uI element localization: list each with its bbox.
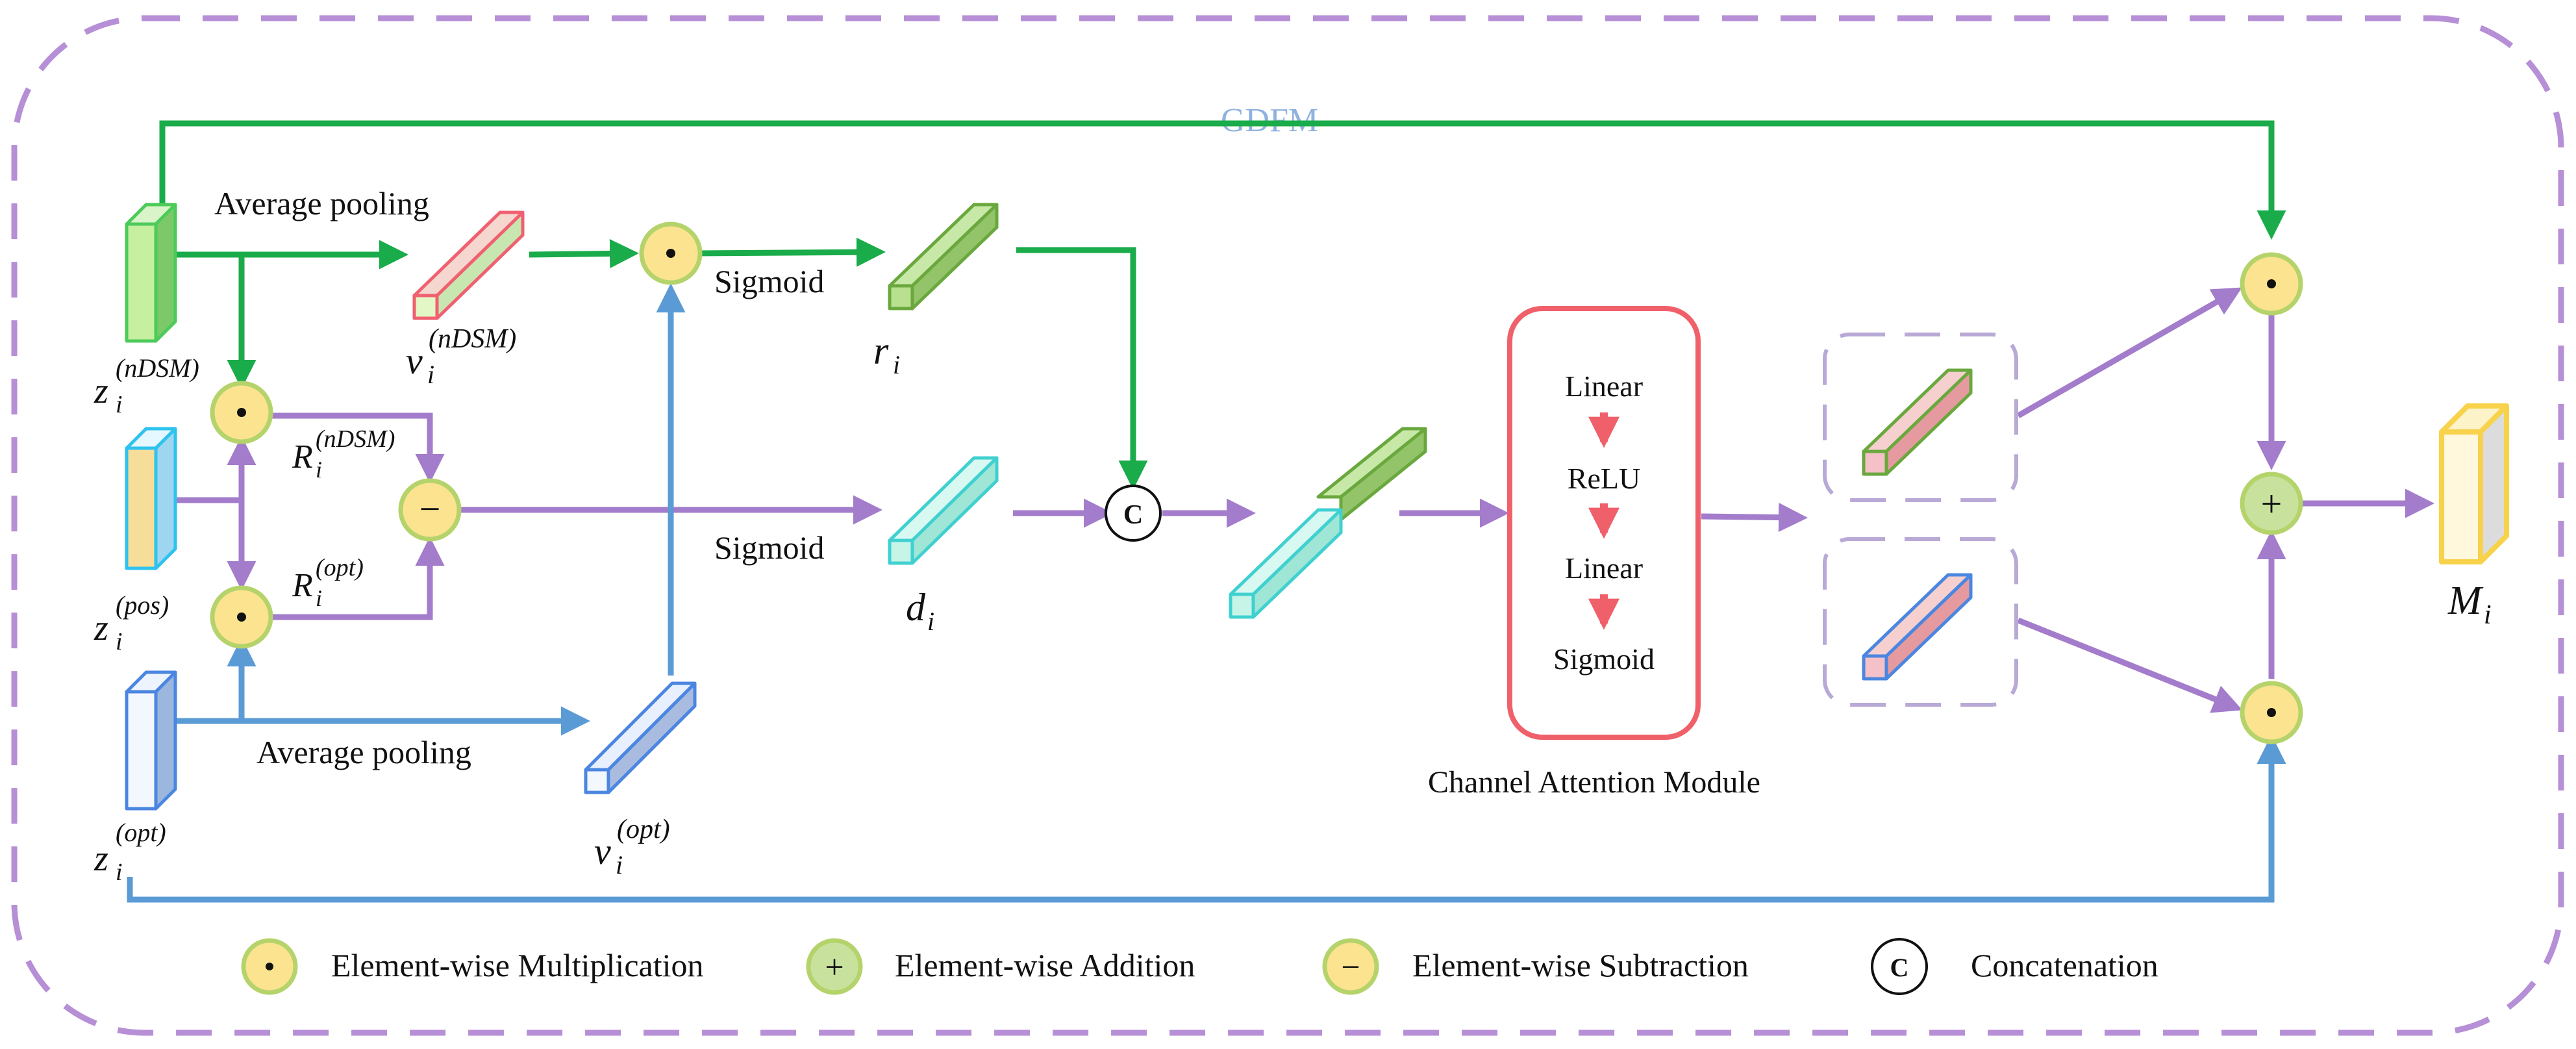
cam-step-linear-2: Linear: [1565, 551, 1643, 585]
label-avg-pool-bottom: Average pooling: [256, 734, 471, 770]
arrow-r-concat: [1016, 247, 1148, 490]
feature-output-m: [2439, 403, 2509, 564]
feature-z-ndsm: [125, 203, 177, 343]
arrow-vndsm-mul: [529, 238, 639, 268]
arrow-Ropt-sub: [266, 537, 445, 620]
svg-text:C: C: [1123, 500, 1143, 530]
feature-weighted-bottom: [1862, 573, 1973, 681]
op-mul-5: [2240, 681, 2303, 744]
svg-text:(pos): (pos): [116, 590, 169, 620]
svg-text:i: i: [116, 628, 123, 655]
label-sigmoid-top: Sigmoid: [714, 263, 824, 299]
svg-text:i: i: [316, 585, 322, 611]
var-r: r i: [873, 329, 900, 379]
op-mul-1: [210, 381, 273, 444]
op-mul-4: [2240, 252, 2303, 316]
svg-text:z: z: [94, 608, 108, 648]
svg-text:i: i: [316, 457, 322, 483]
legend-item-multiplication: Element-wise Multiplication: [241, 938, 704, 995]
arrow-Rndsm-sub: [266, 412, 445, 483]
legend-label-multiplication: Element-wise Multiplication: [331, 947, 704, 983]
cam-step-linear-1: Linear: [1565, 370, 1643, 403]
arrow-skip-bottom: [127, 735, 2286, 903]
var-v-opt: v i (opt): [594, 815, 670, 879]
svg-text:(nDSM): (nDSM): [316, 425, 395, 453]
cam-step-relu: ReLU: [1568, 462, 1640, 495]
weight-box-top: [1823, 333, 2018, 502]
feature-r: [888, 203, 999, 310]
legend-item-concatenation: C Concatenation: [1871, 938, 2158, 995]
legend: Element-wise Multiplication + Element-wi…: [241, 938, 2158, 995]
feature-z-pos: [125, 427, 177, 570]
svg-text:z: z: [94, 839, 108, 879]
svg-text:(opt): (opt): [617, 815, 670, 844]
var-z-pos: z i (pos): [94, 590, 169, 655]
arrow-weight2-mul: [2017, 617, 2243, 713]
svg-text:i: i: [2484, 600, 2492, 630]
svg-text:d: d: [906, 586, 926, 629]
var-d: d i: [906, 586, 934, 636]
var-z-ndsm: z i (nDSM): [94, 353, 199, 418]
feature-v-ndsm: [412, 210, 525, 320]
op-mul-2: [210, 585, 273, 649]
var-M: M i: [2447, 579, 2492, 630]
svg-text:i: i: [116, 859, 123, 886]
svg-text:M: M: [2447, 579, 2484, 623]
op-add: +: [2240, 472, 2303, 535]
label-sigmoid-mid: Sigmoid: [714, 529, 824, 566]
svg-text:v: v: [406, 340, 423, 382]
svg-text:i: i: [893, 350, 900, 379]
feature-concat-stack: [1229, 427, 1427, 619]
svg-text:i: i: [927, 607, 934, 636]
svg-text:R: R: [292, 567, 313, 604]
legend-label-subtraction: Element-wise Subtraction: [1412, 947, 1749, 983]
svg-text:i: i: [427, 360, 434, 389]
op-sub: −: [398, 478, 462, 542]
label-avg-pool-top: Average pooling: [214, 185, 429, 221]
svg-text:(nDSM): (nDSM): [429, 324, 516, 354]
var-z-opt: z i (opt): [94, 818, 166, 886]
feature-z-opt: [125, 670, 177, 811]
feature-v-opt: [584, 681, 697, 794]
cam-caption: Channel Attention Module: [1428, 765, 1760, 800]
svg-text:(nDSM): (nDSM): [116, 353, 199, 383]
svg-text:C: C: [1890, 953, 1909, 982]
arrow-weight1-mul: [2016, 287, 2242, 418]
svg-text:r: r: [873, 329, 889, 372]
legend-label-addition: Element-wise Addition: [895, 947, 1195, 983]
svg-text:R: R: [292, 438, 313, 475]
arrow-sigmoid-top: [697, 237, 886, 267]
svg-text:i: i: [616, 850, 623, 879]
var-R-opt: R i (opt): [292, 554, 364, 611]
feature-d: [888, 456, 999, 565]
svg-text:+: +: [825, 949, 844, 986]
svg-text:z: z: [94, 371, 108, 411]
svg-text:v: v: [594, 830, 611, 872]
arrow-cam-weights: [1701, 503, 1808, 533]
legend-label-concatenation: Concatenation: [1971, 947, 2158, 983]
feature-weighted-top: [1862, 368, 1973, 476]
svg-text:i: i: [116, 391, 123, 418]
cam-step-sigmoid: Sigmoid: [1553, 642, 1655, 676]
gdfm-border: [11, 15, 2564, 1036]
arrow-skip-top: [159, 120, 2286, 240]
svg-text:−: −: [1341, 949, 1360, 986]
svg-text:(opt): (opt): [116, 818, 166, 847]
legend-item-subtraction: − Element-wise Subtraction: [1322, 938, 1749, 995]
var-R-ndsm: R i (nDSM): [292, 425, 395, 483]
svg-text:+: +: [2261, 483, 2282, 525]
op-mul-3: [639, 221, 703, 285]
op-concat: C: [1105, 485, 1162, 542]
svg-text:(opt): (opt): [316, 554, 364, 581]
legend-item-addition: + Element-wise Addition: [806, 938, 1195, 995]
var-v-ndsm: v i (nDSM): [406, 324, 516, 389]
weight-box-bottom: [1823, 537, 2018, 707]
connectors: [127, 120, 2434, 903]
svg-text:−: −: [419, 488, 441, 530]
